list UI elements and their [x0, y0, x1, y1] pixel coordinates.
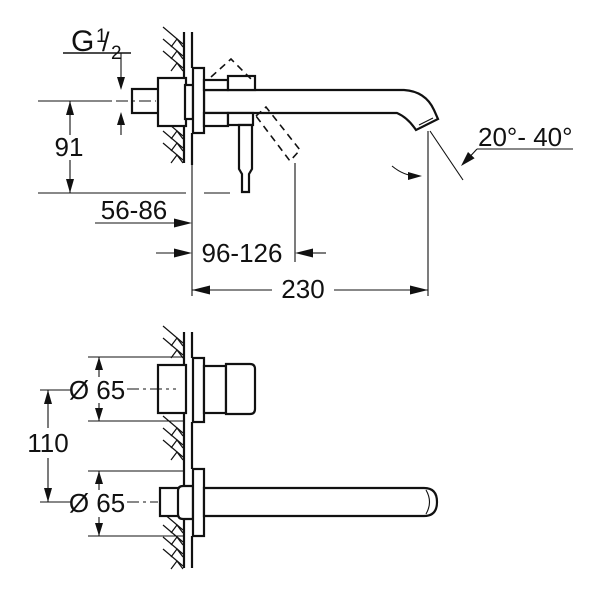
thread-slash: /	[102, 27, 110, 57]
arrow-down	[44, 488, 52, 502]
arrow-up	[44, 390, 52, 404]
arrow-down	[95, 408, 103, 421]
dim-96-126-label: 96-126	[202, 238, 283, 268]
hatch-chevron	[170, 38, 184, 48]
arrow-left	[192, 285, 210, 295]
hatch-chevron	[170, 62, 184, 72]
spout-angle-indicator: 20°- 40°	[391, 122, 573, 296]
arrow-right	[410, 285, 428, 295]
hatch-line	[162, 524, 184, 543]
arrow-up	[95, 357, 103, 370]
hatch-line	[162, 50, 184, 69]
dim-dia65-bottom: Ø 65	[69, 470, 183, 537]
hatch-line	[162, 439, 184, 458]
lower-collar	[226, 111, 255, 127]
hatch-line	[162, 325, 184, 344]
arrow-up	[66, 101, 74, 115]
hatch-chevron	[170, 50, 184, 60]
angle-range-label: 20°- 40°	[478, 122, 573, 152]
dim-230: 230	[191, 165, 428, 304]
lever-up-position-dashed	[210, 57, 253, 81]
lever-open-position-dashed	[254, 105, 302, 163]
hatch-chevron	[170, 548, 184, 558]
angle-leader-arrowhead	[461, 152, 475, 166]
dim-96-126: 96-126	[156, 163, 326, 268]
dim-230-label: 230	[281, 274, 324, 304]
hatch-chevron	[170, 451, 184, 461]
hatch-line	[162, 130, 184, 149]
handle-escutcheon	[191, 356, 206, 424]
lower-arm	[202, 111, 230, 128]
arrow-left	[295, 248, 313, 258]
handle-rough-box	[156, 363, 188, 415]
dim-91-label: 91	[55, 132, 84, 162]
rough-in-body	[156, 76, 188, 128]
upper-collar	[226, 74, 257, 92]
hatch-line	[162, 548, 184, 567]
spout-tube	[202, 88, 440, 132]
wall-escutcheon-side	[191, 66, 206, 135]
hatch-line	[162, 142, 184, 161]
handle-trim	[127, 356, 257, 424]
hatch-chevron	[170, 337, 184, 347]
arrow-right	[174, 218, 192, 228]
spout-end-arc	[425, 489, 431, 515]
hatch-chevron	[170, 427, 184, 437]
hatch-line	[162, 536, 184, 555]
thread-numerator: 1	[96, 26, 107, 47]
thread-arrow-up	[117, 112, 125, 125]
spout-escutcheon	[191, 467, 206, 538]
dim-56-86: 56-86	[95, 195, 192, 228]
body-step	[183, 83, 195, 121]
hatch-line	[162, 337, 184, 356]
spout-tube-front	[202, 486, 439, 518]
hatch-chevron	[170, 130, 184, 140]
thread-label-group: G 1 / 2	[63, 25, 131, 135]
wall-lines-front-view	[182, 332, 194, 568]
thread-arrow-down	[117, 77, 125, 90]
arrow-right	[174, 248, 192, 258]
hatch-line	[162, 427, 184, 446]
upper-arm	[202, 78, 230, 92]
swivel-arrowhead	[408, 172, 422, 180]
dim-dia65-top: Ø 65	[69, 356, 183, 422]
dia65-bottom-label: Ø 65	[69, 488, 125, 518]
dim-110: 110	[27, 389, 72, 503]
arrow-down	[66, 179, 74, 193]
hatch-chevron	[170, 154, 184, 164]
hatch-chevron	[170, 439, 184, 449]
hatch-line	[162, 415, 184, 434]
thread-g-label: G	[71, 25, 94, 58]
hatch-chevron	[170, 142, 184, 152]
handle-neck	[202, 364, 228, 415]
wall-lines-side-view	[182, 32, 194, 165]
angled-flow-line	[429, 130, 464, 181]
dim-110-label: 110	[27, 428, 68, 458]
handle-knob	[224, 362, 257, 416]
hatch-chevron	[170, 560, 184, 570]
hatch-line	[162, 26, 184, 45]
hatch-chevron	[170, 524, 184, 534]
spout-front	[127, 467, 439, 538]
hatch-chevron	[170, 536, 184, 546]
hatch-chevron	[170, 349, 184, 359]
dim-91: 91	[38, 100, 230, 194]
dim-56-86-label: 56-86	[101, 195, 168, 225]
lever-handle	[237, 123, 254, 194]
hatch-line	[162, 38, 184, 57]
spout-mouth-line	[418, 117, 434, 126]
arrow-down	[95, 523, 103, 536]
concealed-body	[130, 76, 195, 128]
arrow-up	[95, 471, 103, 484]
dia65-top-label: Ø 65	[69, 375, 125, 405]
spout-connector	[176, 484, 195, 521]
